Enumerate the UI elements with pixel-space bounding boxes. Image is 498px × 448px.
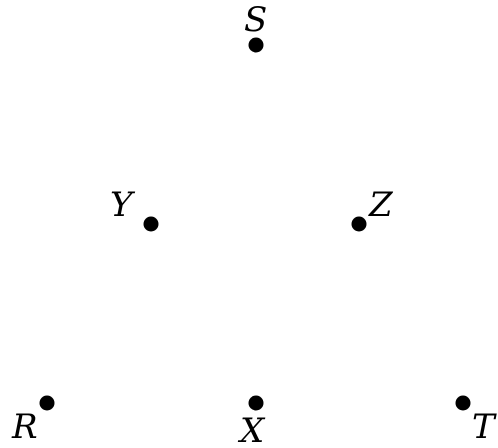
point-r: R	[11, 395, 55, 447]
point-s-dot	[248, 37, 264, 53]
point-s-label: S	[244, 0, 267, 40]
point-r-label: R	[11, 407, 38, 447]
point-t-dot	[455, 395, 471, 411]
point-x: X	[237, 395, 266, 448]
point-x-dot	[248, 395, 264, 411]
point-y-dot	[143, 216, 159, 232]
point-s: S	[244, 0, 267, 53]
point-t-label: T	[472, 407, 497, 447]
point-y: Y	[110, 185, 159, 232]
point-z-dot	[351, 216, 367, 232]
point-y-label: Y	[110, 185, 136, 225]
point-r-dot	[39, 395, 55, 411]
point-t: T	[455, 395, 497, 447]
point-z-label: Z	[368, 185, 394, 225]
point-z: Z	[351, 185, 394, 232]
point-x-label: X	[237, 411, 266, 448]
